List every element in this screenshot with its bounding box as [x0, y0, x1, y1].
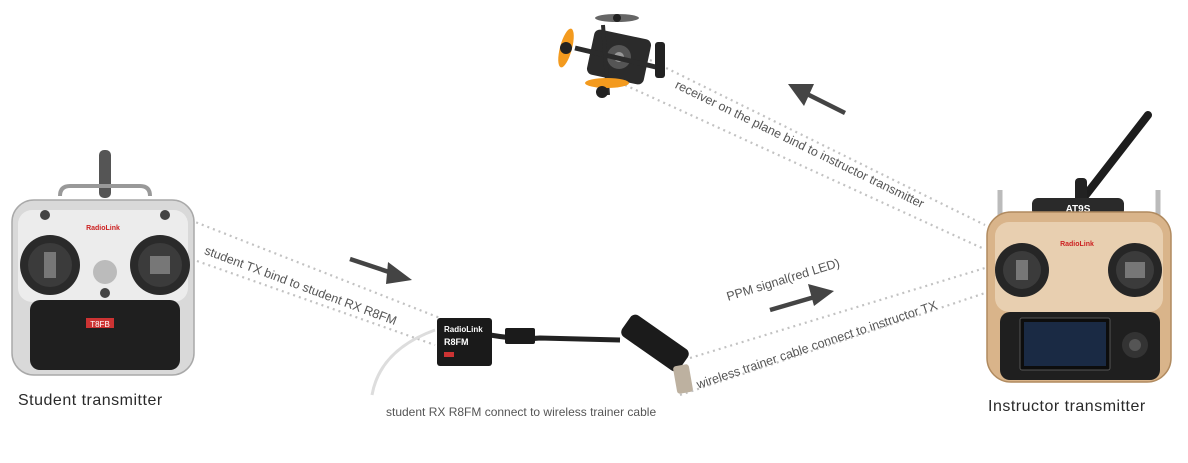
student-model-text: T8FB — [90, 320, 110, 329]
arrow-student-to-rx-icon — [349, 256, 412, 284]
student-link-line-bottom — [179, 253, 436, 347]
student-link-line-top — [184, 216, 441, 320]
student-rx-caption: student RX R8FM connect to wireless trai… — [386, 405, 657, 419]
student-rx-cable-image: RadioLink R8FM — [370, 314, 693, 396]
plane-link-line-top — [649, 59, 986, 226]
student-brand-text: RadioLink — [86, 225, 120, 232]
instructor-transmitter-image: AT9S RadioLink — [986, 111, 1172, 383]
instructor-model-text: AT9S — [1066, 204, 1091, 215]
cable-link-line-bottom — [679, 290, 989, 397]
arrow-ppm-to-instructor-icon — [769, 284, 834, 313]
student-transmitter-image: T8FB RadioLink — [11, 150, 195, 376]
dotted-connection-lines — [179, 59, 989, 397]
plane-link-line-bottom — [624, 83, 983, 250]
direction-arrows — [349, 84, 847, 313]
student-transmitter-label: Student transmitter — [18, 392, 163, 409]
rx-model-text: R8FM — [444, 337, 469, 347]
instructor-transmitter-label: Instructor transmitter — [988, 398, 1146, 415]
instructor-brand-text: RadioLink — [1060, 241, 1094, 248]
rx-brand-text: RadioLink — [444, 325, 483, 334]
quadcopter-image — [558, 14, 665, 98]
arrow-instructor-to-plane-icon — [788, 84, 847, 116]
